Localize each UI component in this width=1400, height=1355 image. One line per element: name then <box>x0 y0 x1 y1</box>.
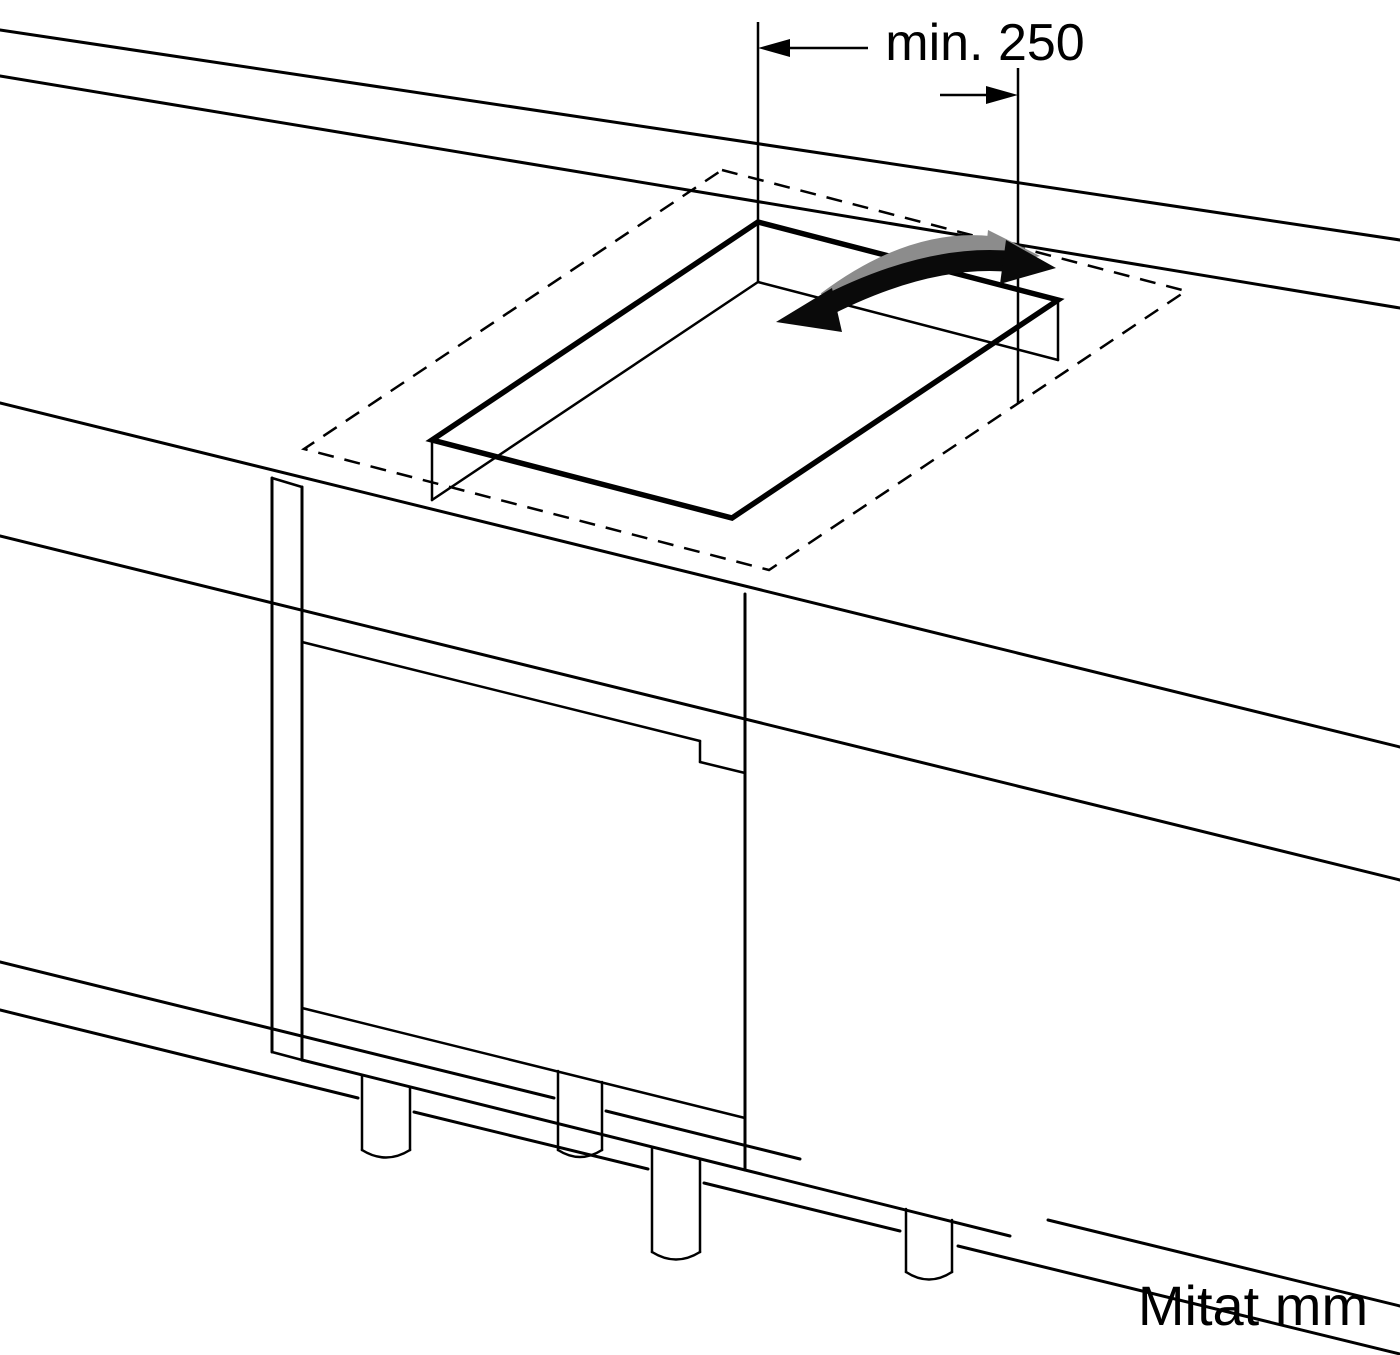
cabinet-floor-front-edge <box>300 1058 747 1172</box>
cabinet-leg-front-left <box>360 1074 412 1159</box>
dimension-label: min. 250 <box>885 14 1084 72</box>
appliance-dashed-outline <box>300 168 1190 572</box>
cabinet-left-panel-top <box>270 476 304 489</box>
leg-foot <box>904 1270 954 1281</box>
floor-line <box>0 1008 360 1100</box>
dimension-arrow-right-icon <box>986 86 1018 104</box>
leg-foot <box>556 1148 604 1159</box>
cutout-inner-wall-bottom <box>430 280 760 502</box>
base-cabinet <box>270 476 1012 1281</box>
leg-foot <box>360 1148 412 1159</box>
cabinet-top-rail-end <box>698 760 747 775</box>
floor-line <box>412 1110 650 1171</box>
leg-foot <box>650 1250 702 1261</box>
units-label: Mitat mm <box>1138 1274 1368 1337</box>
floor-line <box>956 1244 1400 1355</box>
wall-back-line <box>0 28 1400 242</box>
dimension-annotation: min. 250 <box>756 14 1085 403</box>
cabinet-leg-back-right <box>904 1207 954 1281</box>
floor-lines <box>0 960 1400 1355</box>
cutout-inner-wall-bottom <box>756 280 1060 362</box>
cabinet-leg-front-right <box>650 1145 702 1261</box>
worktop-back-edge <box>0 74 1400 310</box>
floor-line <box>604 1109 802 1161</box>
insert-direction-arrow-black-icon <box>776 240 1056 332</box>
cabinet-left-panel-bottom <box>270 1050 304 1062</box>
worktop-front-face-bottom-edge <box>0 534 1400 882</box>
cabinet-top-rail <box>300 640 702 743</box>
worktop-cutout <box>425 219 1065 521</box>
insert-direction-arrows <box>776 230 1056 332</box>
worktop-front-edge <box>0 401 1400 749</box>
floor-line <box>1046 1218 1400 1308</box>
cabinet-right-panel-bottom-edge <box>743 1168 1012 1238</box>
dimension-arrow-left-icon <box>758 39 790 57</box>
floor-line <box>702 1181 902 1233</box>
floor-line <box>0 960 556 1100</box>
worktop-edges <box>0 28 1400 882</box>
cabinet-floor-back-edge <box>300 1006 747 1120</box>
cutout-outline <box>425 219 1065 521</box>
cabinet-leg-back-left <box>556 1069 604 1159</box>
